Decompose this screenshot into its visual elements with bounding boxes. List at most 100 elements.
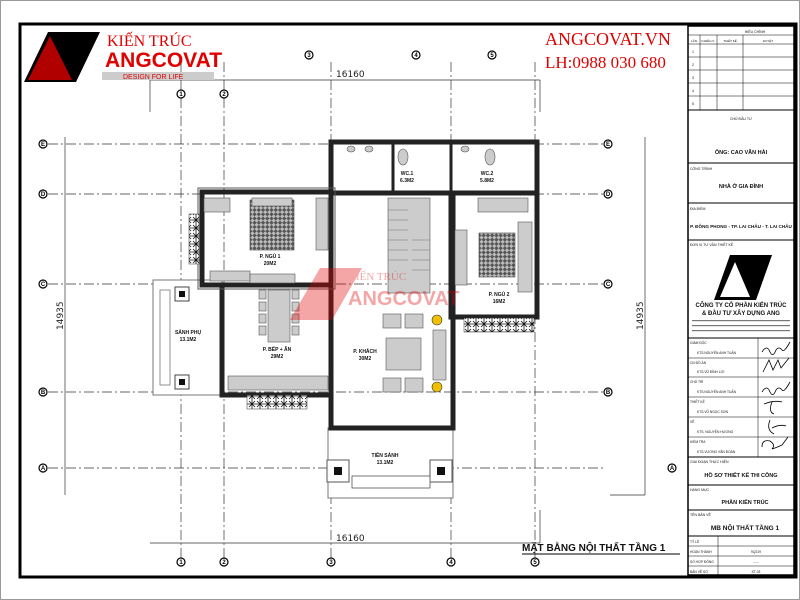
room-area: 6.3M2: [400, 178, 414, 184]
svg-text:GIAI ĐOẠN THỰC HIỆN: GIAI ĐOẠN THỰC HIỆN: [690, 459, 729, 464]
svg-text:1: 1: [179, 560, 183, 566]
dim-width-bottom: 16160: [336, 534, 365, 544]
center-watermark: KIẾN TRÚC ANGCOVAT: [290, 268, 459, 320]
bed-bedroom-1: [249, 199, 295, 251]
location: P. ĐÔNG PHONG - TP. LAI CHÂU - T. LAI CH…: [690, 222, 792, 229]
axis-row-e-right: E: [603, 139, 613, 149]
axis-column-2-bottom: 2: [219, 557, 229, 567]
axis-labels: 1 2 3 4 5 1 2 3 4 5 E D C B A E D C B A: [38, 50, 677, 567]
bed-bedroom-2: [478, 232, 516, 278]
toilet-wc1: [397, 148, 409, 166]
svg-text:ĐƠN VỊ TƯ VẤN THIẾT KẾ: ĐƠN VỊ TƯ VẤN THIẾT KẾ: [690, 242, 734, 247]
svg-text:E: E: [606, 142, 610, 148]
dim-height-right: 14935: [636, 301, 646, 330]
svg-text:D: D: [41, 192, 46, 198]
svg-text:5: 5: [692, 102, 694, 106]
svg-text:3: 3: [307, 53, 311, 59]
axis-column-1: 1: [176, 89, 186, 99]
svg-text:KTS.VŨ NGỌC SƠN: KTS.VŨ NGỌC SƠN: [697, 409, 729, 414]
room-name: SẢNH PHỤ: [175, 329, 202, 336]
svg-text:2: 2: [222, 92, 226, 98]
svg-text:A: A: [41, 466, 46, 472]
room-name: TIỀN SẢNH: [372, 452, 399, 459]
category: PHẦN KIẾN TRÚC: [721, 499, 768, 506]
room-area: 29M2: [271, 354, 284, 360]
svg-text:KTS.VƯƠNG VĂN ĐOÀN: KTS.VƯƠNG VĂN ĐOÀN: [697, 450, 736, 454]
svg-text:KIẾN TRÚC: KIẾN TRÚC: [348, 270, 406, 283]
furniture: [188, 145, 535, 410]
drawing-frame: [18, 22, 798, 579]
svg-text:KTS.NGUYỄN ANH TUẤN: KTS.NGUYỄN ANH TUẤN: [697, 350, 737, 355]
plan-title: MẶT BẰNG NỘI THẤT TẦNG 1: [522, 541, 666, 554]
svg-text:HẠNG MỤC: HẠNG MỤC: [690, 488, 710, 492]
svg-text:B: B: [41, 390, 46, 396]
svg-text:E: E: [41, 142, 45, 148]
svg-text:KTS. NGUYỄN HƯƠNG: KTS. NGUYỄN HƯƠNG: [697, 429, 734, 434]
room-name: P. NGỦ 2: [489, 291, 510, 298]
svg-text:BẢN VẼ SỐ: BẢN VẼ SỐ: [690, 569, 708, 574]
axis-row-a: A: [38, 463, 48, 473]
svg-text:DESIGN FOR LIFE: DESIGN FOR LIFE: [123, 74, 184, 81]
svg-text:LẦN: LẦN: [691, 39, 697, 43]
svg-text:TỶ LỆ: TỶ LỆ: [690, 539, 700, 544]
drawing-name: MB NỘI THẤT TẦNG 1: [711, 522, 780, 532]
axis-row-c: C: [38, 279, 48, 289]
svg-text:9Q219: 9Q219: [751, 550, 761, 554]
axis-row-d: D: [38, 189, 48, 199]
coffee-table: [385, 337, 422, 371]
axis-row-b: B: [38, 387, 48, 397]
svg-text:HIỆU CHỈNH: HIỆU CHỈNH: [745, 29, 766, 34]
company-name-2: & ĐẦU TƯ XÂY DỰNG ANG: [702, 310, 780, 317]
axis-row-e: E: [38, 139, 48, 149]
axis-column-4: 4: [411, 50, 421, 60]
svg-text:KT-03: KT-03: [752, 570, 761, 574]
svg-text:VẼ: VẼ: [690, 419, 695, 424]
svg-text:CN ĐỒ ÁN: CN ĐỒ ÁN: [690, 360, 707, 365]
svg-text:N.ĐIỀU.V.: N.ĐIỀU.V.: [701, 38, 715, 43]
room-name: WC.1: [401, 171, 414, 177]
svg-text:KIẾN TRÚC: KIẾN TRÚC: [107, 31, 192, 50]
svg-text:CÔNG TRÌNH: CÔNG TRÌNH: [690, 166, 713, 171]
svg-text:TÊN BẢN VẼ: TÊN BẢN VẼ: [690, 512, 711, 517]
svg-text:--.--: --.--: [753, 560, 758, 564]
staff-row: KIỂM TRA KTS.VƯƠNG VĂN ĐOÀN: [690, 439, 736, 454]
svg-text:2: 2: [222, 560, 226, 566]
dimensions: 16160 16160 14935 14935: [56, 70, 646, 544]
room-name: P. KHÁCH: [353, 348, 377, 355]
svg-text:D: D: [606, 192, 611, 198]
axis-row-b-right: B: [603, 387, 613, 397]
svg-text:THIẾT KẾ: THIẾT KẾ: [690, 399, 706, 404]
sofa: [432, 329, 447, 381]
svg-text:5: 5: [490, 53, 494, 59]
svg-text:KTS.NGUYỄN ANH TUẤN: KTS.NGUYỄN ANH TUẤN: [697, 389, 737, 394]
title-block-text: HIỆU CHỈNH LẦN N.ĐIỀU.V. THIẾT KẾ DUYỆT …: [690, 29, 793, 574]
svg-text:1: 1: [692, 50, 694, 54]
room-labels: P. NGỦ 1 20M2 WC.1 6.3M2 WC.2 5.8M2 P. N…: [175, 171, 510, 466]
axis-column-5-bottom: 5: [530, 557, 540, 567]
svg-text:SỐ HỢP ĐỒNG: SỐ HỢP ĐỒNG: [690, 559, 714, 564]
svg-text:2: 2: [692, 63, 694, 67]
room-name: WC.2: [481, 171, 494, 177]
svg-text:A: A: [670, 466, 675, 472]
staircase: [387, 197, 431, 294]
dining-table: [267, 289, 291, 343]
axis-column-5: 5: [487, 50, 497, 60]
svg-text:4: 4: [692, 89, 694, 93]
dim-height-left: 14935: [56, 301, 66, 330]
svg-text:KIỂM TRA: KIỂM TRA: [690, 439, 706, 444]
owner-name: ÔNG: CAO VĂN HẢI: [715, 148, 768, 156]
room-area: 13.1M2: [180, 337, 197, 343]
svg-text:GIÁM ĐỐC: GIÁM ĐỐC: [690, 340, 707, 345]
svg-text:5: 5: [533, 560, 537, 566]
phase: HỒ SƠ THIẾT KẾ THI CÔNG: [704, 471, 777, 479]
svg-text:3: 3: [329, 560, 333, 566]
company-name: CÔNG TY CỔ PHẦN KIẾN TRÚC: [696, 301, 788, 309]
staff-row: GIÁM ĐỐC KTS.NGUYỄN ANH TUẤN: [690, 340, 737, 355]
axis-row-c-right: C: [603, 279, 613, 289]
axis-row-d-right: D: [603, 189, 613, 199]
staff-row: THIẾT KẾ KTS.VŨ NGỌC SƠN: [690, 399, 729, 414]
company-logo: KIẾN TRÚC ANGCOVAT DESIGN FOR LIFE: [24, 31, 222, 82]
